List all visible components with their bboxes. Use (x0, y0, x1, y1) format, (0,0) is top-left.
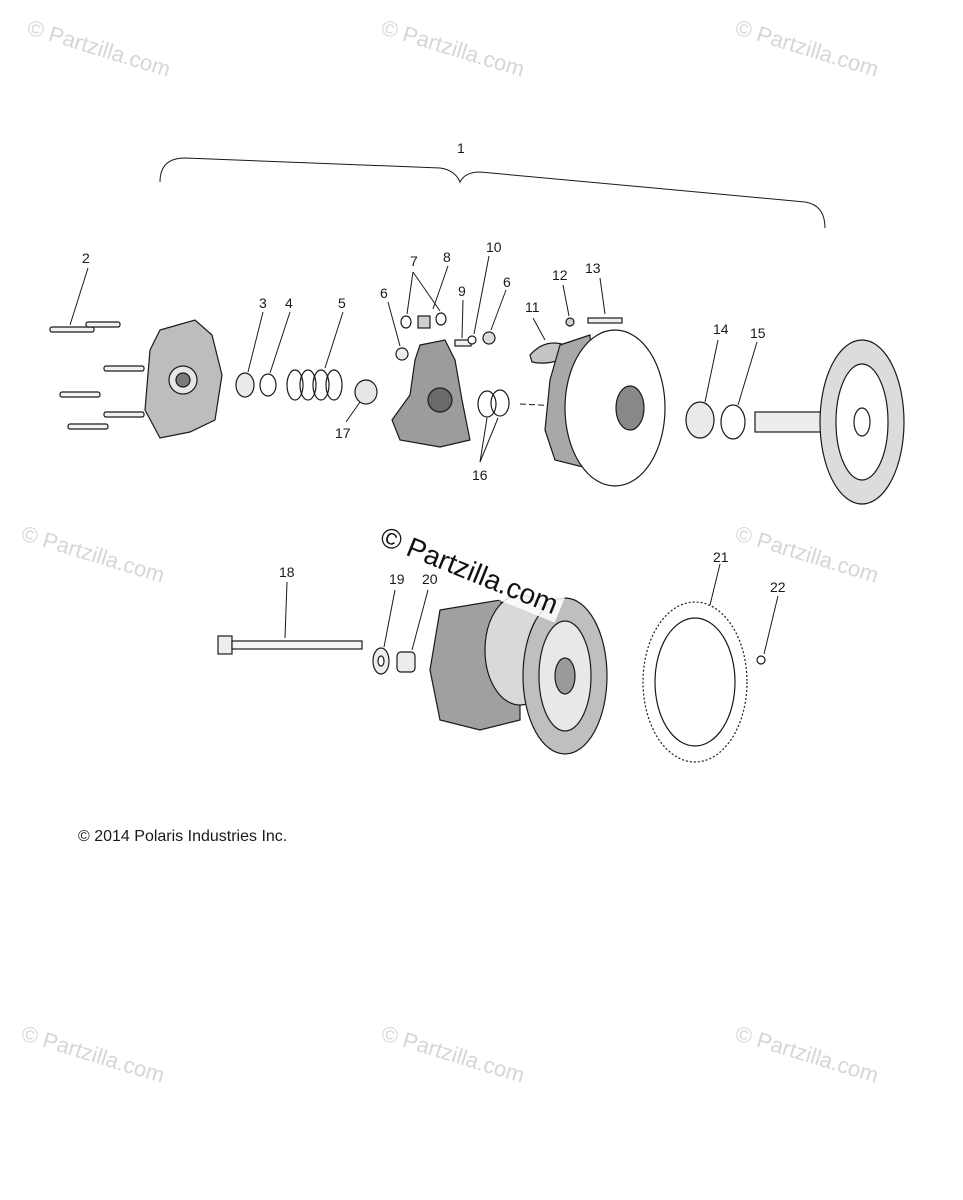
bolts[interactable] (49, 267, 145, 430)
spider[interactable] (391, 339, 471, 448)
copyright-text: © 2014 Polaris Industries Inc. (78, 828, 288, 845)
spring-5[interactable] (286, 311, 344, 401)
callout-1[interactable]: 1 (457, 140, 465, 156)
callout-6a[interactable]: 6 (380, 285, 388, 301)
spacer-20[interactable] (396, 589, 429, 673)
axis-line (519, 403, 561, 407)
callout-22[interactable]: 22 (770, 579, 786, 595)
ring-15[interactable] (720, 341, 758, 440)
callout-12[interactable]: 12 (552, 267, 568, 283)
assembly-brace (159, 157, 826, 229)
callout-17[interactable]: 17 (335, 425, 351, 441)
callout-11[interactable]: 11 (525, 299, 540, 315)
callout-6b[interactable]: 6 (503, 274, 511, 290)
bushing-17[interactable] (345, 379, 378, 423)
callout-7[interactable]: 7 (410, 253, 418, 269)
callout-21[interactable]: 21 (713, 549, 729, 565)
bearing-14[interactable] (685, 339, 719, 439)
washer-7[interactable] (400, 271, 414, 329)
callout-4[interactable]: 4 (285, 295, 293, 311)
roller-6a[interactable] (387, 301, 409, 361)
callout-18[interactable]: 18 (279, 564, 295, 580)
moveable-sheave[interactable] (544, 329, 666, 487)
callout-16[interactable]: 16 (472, 467, 488, 483)
fixed-sheave[interactable] (754, 339, 905, 505)
bolt-18[interactable] (217, 581, 363, 655)
bushing-3[interactable] (235, 311, 264, 398)
pin-13[interactable] (587, 277, 623, 324)
callout-13[interactable]: 13 (585, 260, 601, 276)
nut-12[interactable] (562, 284, 575, 327)
callout-10[interactable]: 10 (486, 239, 502, 255)
callout-20[interactable]: 20 (422, 571, 438, 587)
bushing-8[interactable] (412, 265, 449, 329)
assembled-clutch[interactable] (429, 594, 608, 755)
callout-19[interactable]: 19 (389, 571, 405, 587)
callout-2[interactable]: 2 (82, 250, 90, 266)
washer-22[interactable] (756, 595, 779, 665)
washer-10[interactable] (467, 255, 490, 345)
callout-14[interactable]: 14 (713, 321, 729, 337)
rings-16[interactable] (477, 389, 510, 463)
washer-19[interactable] (372, 589, 396, 675)
callout-15[interactable]: 15 (750, 325, 766, 341)
callout-5[interactable]: 5 (338, 295, 346, 311)
cover-plate[interactable] (144, 319, 223, 439)
callout-9[interactable]: 9 (458, 283, 466, 299)
ring-gear-21[interactable] (642, 563, 748, 763)
callout-3[interactable]: 3 (259, 295, 267, 311)
roller-6b[interactable] (482, 289, 507, 345)
ring-4[interactable] (259, 311, 291, 397)
callout-8[interactable]: 8 (443, 249, 451, 265)
